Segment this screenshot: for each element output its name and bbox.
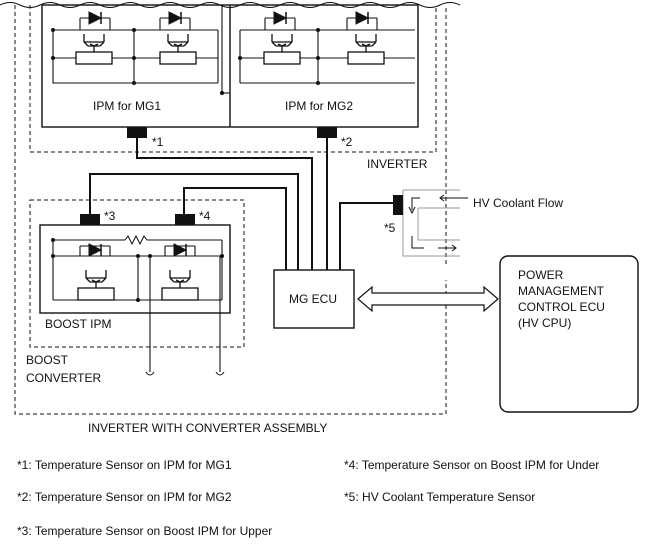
sensor-1-mark: *1 — [152, 135, 164, 149]
footnote-2: *2: Temperature Sensor on IPM for MG2 — [17, 490, 232, 504]
mg-ecu-label: MG ECU — [289, 292, 337, 306]
footnote-1: *1: Temperature Sensor on IPM for MG1 — [17, 458, 232, 472]
mg-ecu-box — [273, 269, 355, 329]
inverter-label: INVERTER — [367, 157, 428, 171]
footnote-5-mark: *5: — [344, 490, 359, 504]
sensor-3 — [80, 214, 100, 225]
ipm-mg1-label: IPM for MG1 — [93, 99, 161, 113]
sensor-4 — [175, 214, 195, 225]
footnote-1-text: Temperature Sensor on IPM for MG1 — [34, 458, 232, 472]
sensor-5 — [393, 195, 403, 215]
footnote-2-text: Temperature Sensor on IPM for MG2 — [34, 490, 232, 504]
communication-arrow — [357, 285, 499, 313]
ipm-mg2-label: IPM for MG2 — [285, 99, 353, 113]
boost-converter-boundary — [29, 199, 245, 348]
footnote-4-text: Temperature Sensor on Boost IPM for Unde… — [361, 458, 600, 472]
sensor-5-mark: *5 — [384, 221, 396, 235]
pmecu-label-line1: POWER — [518, 268, 564, 282]
sensor-1 — [127, 127, 147, 138]
sensor-2-mark: *2 — [341, 135, 353, 149]
pmecu-label-line3: CONTROL ECU — [518, 300, 605, 314]
boost-converter-label-line2: CONVERTER — [26, 371, 101, 385]
pmecu-label-line4: (HV CPU) — [518, 316, 571, 330]
power-management-ecu-box — [499, 255, 639, 413]
footnote-2-mark: *2: — [17, 490, 32, 504]
boost-ipm-box — [39, 224, 231, 314]
sensor-4-mark: *4 — [199, 209, 211, 223]
sensor-2 — [317, 127, 337, 138]
footnote-3: *3: Temperature Sensor on Boost IPM for … — [17, 524, 272, 538]
boost-converter-label-line1: BOOST — [26, 353, 69, 367]
boost-ipm-label: BOOST IPM — [45, 317, 111, 331]
hv-coolant-flow-label: HV Coolant Flow — [473, 196, 563, 210]
sensor-3-mark: *3 — [104, 209, 116, 223]
assembly-boundary — [14, 5, 447, 415]
footnote-5-text: HV Coolant Temperature Sensor — [362, 490, 536, 504]
footnote-3-mark: *3: — [17, 524, 32, 538]
footnote-3-text: Temperature Sensor on Boost IPM for Uppe… — [34, 524, 273, 538]
assembly-label: INVERTER WITH CONVERTER ASSEMBLY — [88, 421, 327, 435]
footnote-5: *5: HV Coolant Temperature Sensor — [344, 490, 535, 504]
inverter-boundary — [29, 5, 437, 153]
coolant-passage — [402, 189, 468, 257]
footnote-1-mark: *1: — [17, 458, 32, 472]
footnote-4: *4: Temperature Sensor on Boost IPM for … — [344, 458, 599, 472]
pmecu-label-line2: MANAGEMENT — [518, 284, 605, 298]
footnote-4-mark: *4: — [344, 458, 359, 472]
